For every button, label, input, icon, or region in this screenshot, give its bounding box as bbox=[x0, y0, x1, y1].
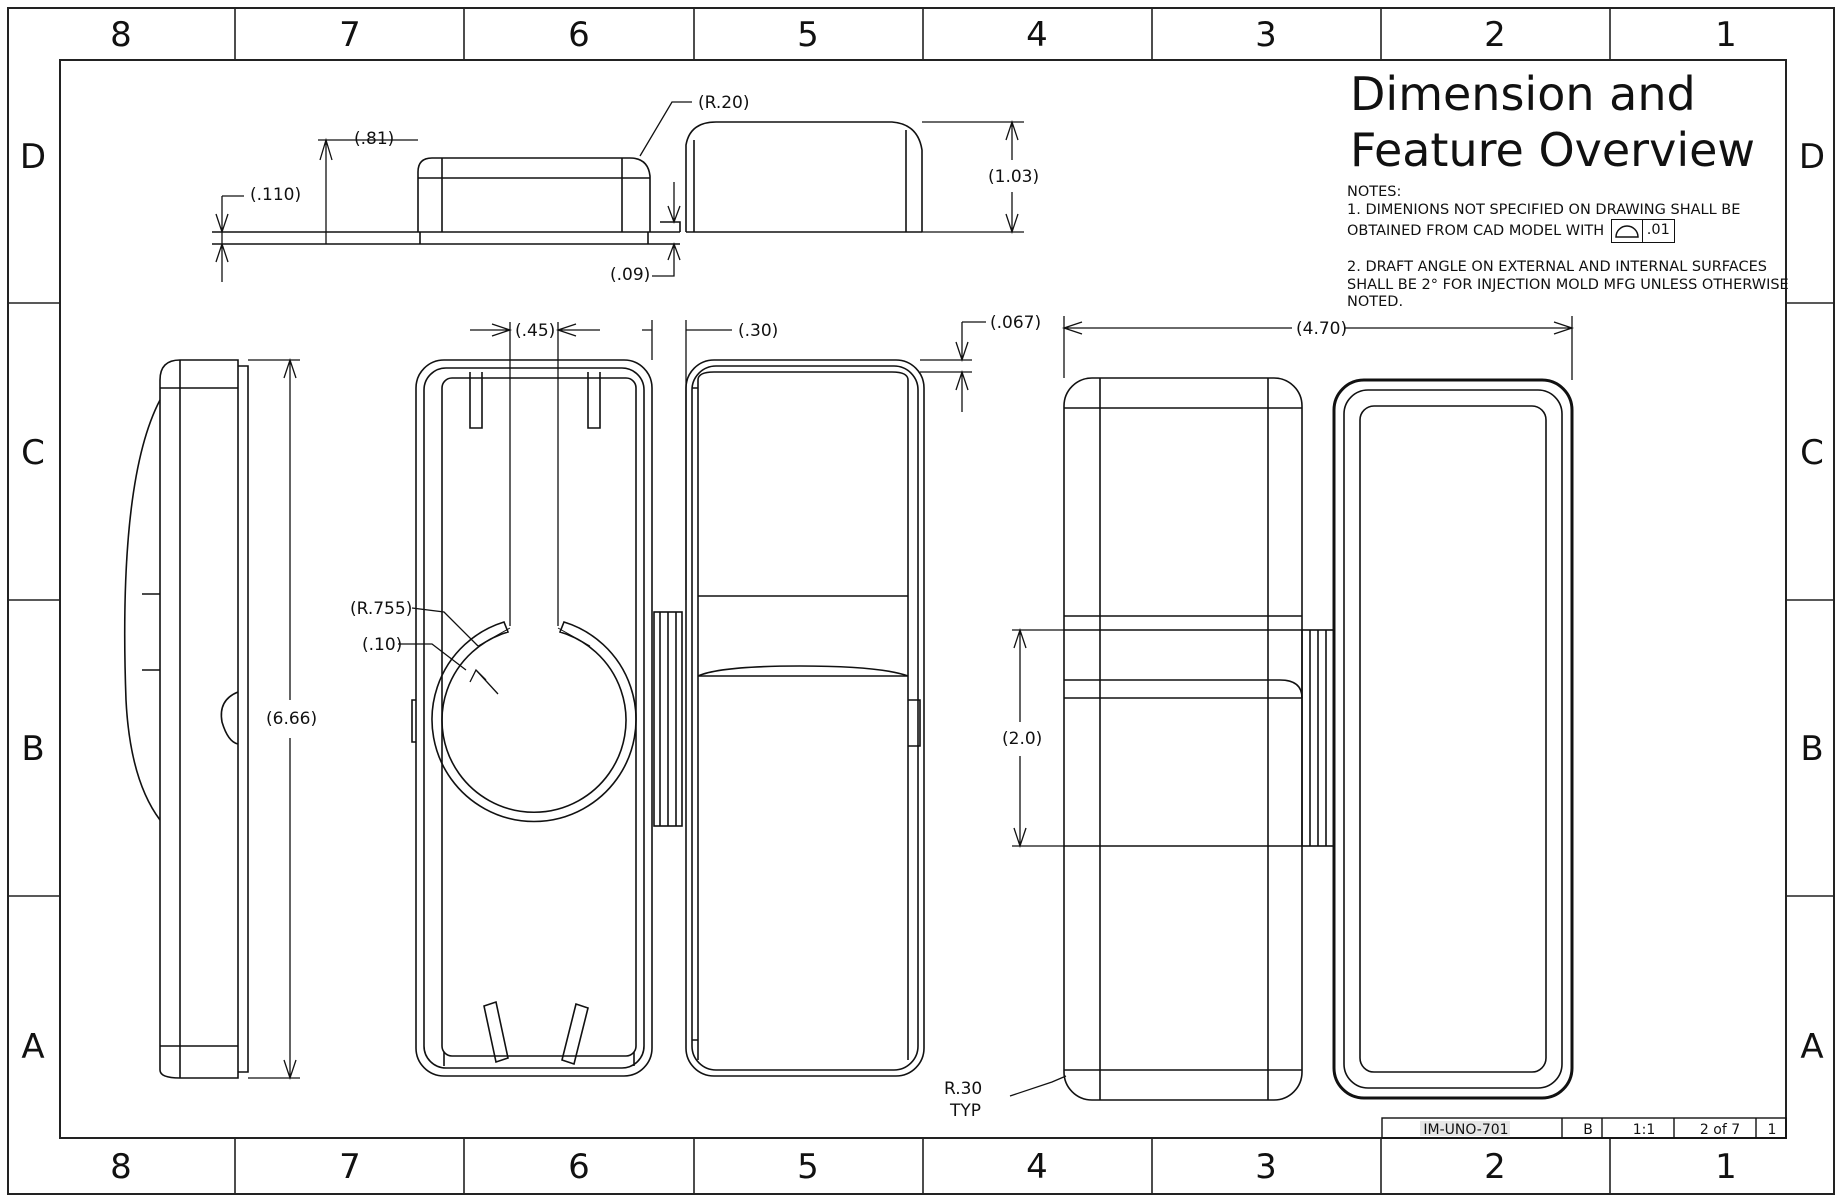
zone-dividers bbox=[8, 8, 1834, 1194]
side-view bbox=[123, 359, 249, 1079]
dim-r755: (R.755) bbox=[350, 599, 412, 619]
zone-row-left-c: C bbox=[21, 433, 45, 473]
zone-col-top-7: 7 bbox=[339, 15, 361, 55]
dim-45: (.45) bbox=[515, 321, 555, 341]
dim-09: (.09) bbox=[610, 265, 650, 285]
zone-row-right-a: A bbox=[1800, 1027, 1823, 1067]
dim-r20: (R.20) bbox=[698, 93, 750, 113]
zone-row-right-d: D bbox=[1799, 137, 1825, 177]
zone-col-top-8: 8 bbox=[110, 15, 132, 55]
drawing-title: Dimension and Feature Overview bbox=[1350, 66, 1820, 178]
dim-666: (6.66) bbox=[266, 709, 317, 729]
revision: 1 bbox=[1768, 1122, 1777, 1138]
dim-470: (4.70) bbox=[1296, 319, 1347, 339]
zone-labels: 8 7 6 5 4 3 2 1 8 7 6 5 4 3 2 1 D C B A … bbox=[20, 15, 1825, 1187]
back-view bbox=[1332, 378, 1574, 1100]
zone-col-top-2: 2 bbox=[1484, 15, 1506, 55]
zone-col-bottom-6: 6 bbox=[568, 1147, 590, 1187]
dim-20: (2.0) bbox=[1002, 729, 1042, 749]
sheet-number: 2 of 7 bbox=[1700, 1122, 1740, 1138]
dim-r30-line2: TYP bbox=[949, 1101, 981, 1121]
dim-110: (.110) bbox=[250, 185, 301, 205]
note-1: 1. DIMENIONS NOT SPECIFIED ON DRAWING SH… bbox=[1347, 201, 1817, 243]
title-block: IM-UNO-701 B 1:1 2 of 7 1 bbox=[1381, 1117, 1787, 1139]
tolerance-frame: .01 bbox=[1610, 219, 1675, 243]
dim-103: (1.03) bbox=[988, 167, 1039, 187]
zone-col-top-3: 3 bbox=[1255, 15, 1277, 55]
note-1-text: 1. DIMENIONS NOT SPECIFIED ON DRAWING SH… bbox=[1347, 201, 1741, 240]
zone-col-top-5: 5 bbox=[797, 15, 819, 55]
front-view-left bbox=[685, 359, 925, 1077]
front-view-center bbox=[1063, 377, 1335, 1101]
notes-block: NOTES: 1. DIMENIONS NOT SPECIFIED ON DRA… bbox=[1347, 184, 1817, 328]
note-2: 2. DRAFT ANGLE ON EXTERNAL AND INTERNAL … bbox=[1347, 259, 1789, 310]
zone-col-bottom-5: 5 bbox=[797, 1147, 819, 1187]
zone-col-top-4: 4 bbox=[1026, 15, 1048, 55]
outer-border bbox=[7, 7, 1835, 1195]
dim-r30-line1: R.30 bbox=[944, 1079, 982, 1099]
profile-of-surface-icon bbox=[1612, 220, 1643, 242]
zone-row-left-a: A bbox=[21, 1027, 44, 1067]
zone-row-left-d: D bbox=[20, 137, 46, 177]
notes-header: NOTES: bbox=[1347, 184, 1402, 200]
zone-col-bottom-8: 8 bbox=[110, 1147, 132, 1187]
zone-col-top-6: 6 bbox=[568, 15, 590, 55]
dim-067: (.067) bbox=[990, 313, 1041, 333]
sheet-size: B bbox=[1583, 1122, 1593, 1138]
interior-view bbox=[411, 359, 683, 1077]
dim-81: (.81) bbox=[354, 129, 394, 149]
zone-row-left-b: B bbox=[21, 729, 44, 769]
tolerance-value: .01 bbox=[1646, 222, 1670, 239]
dimension-labels: (R.20) (.81) (.110) (1.03) (.09) (.45) (… bbox=[250, 93, 1347, 1121]
zone-row-right-c: C bbox=[1800, 433, 1824, 473]
dimension-lines bbox=[215, 101, 1575, 1097]
zone-col-bottom-4: 4 bbox=[1026, 1147, 1048, 1187]
drawing-scale: 1:1 bbox=[1633, 1122, 1656, 1138]
zone-row-right-b: B bbox=[1800, 729, 1823, 769]
title-line-1: Dimension and bbox=[1350, 67, 1696, 121]
dim-30: (.30) bbox=[738, 321, 778, 341]
zone-col-bottom-7: 7 bbox=[339, 1147, 361, 1187]
top-view bbox=[212, 121, 923, 245]
part-number: IM-UNO-701 bbox=[1423, 1122, 1508, 1138]
zone-col-bottom-3: 3 bbox=[1255, 1147, 1277, 1187]
zone-col-top-1: 1 bbox=[1715, 15, 1737, 55]
title-line-2: Feature Overview bbox=[1350, 123, 1756, 177]
zone-col-bottom-2: 2 bbox=[1484, 1147, 1506, 1187]
dim-10: (.10) bbox=[362, 635, 402, 655]
zone-col-bottom-1: 1 bbox=[1715, 1147, 1737, 1187]
